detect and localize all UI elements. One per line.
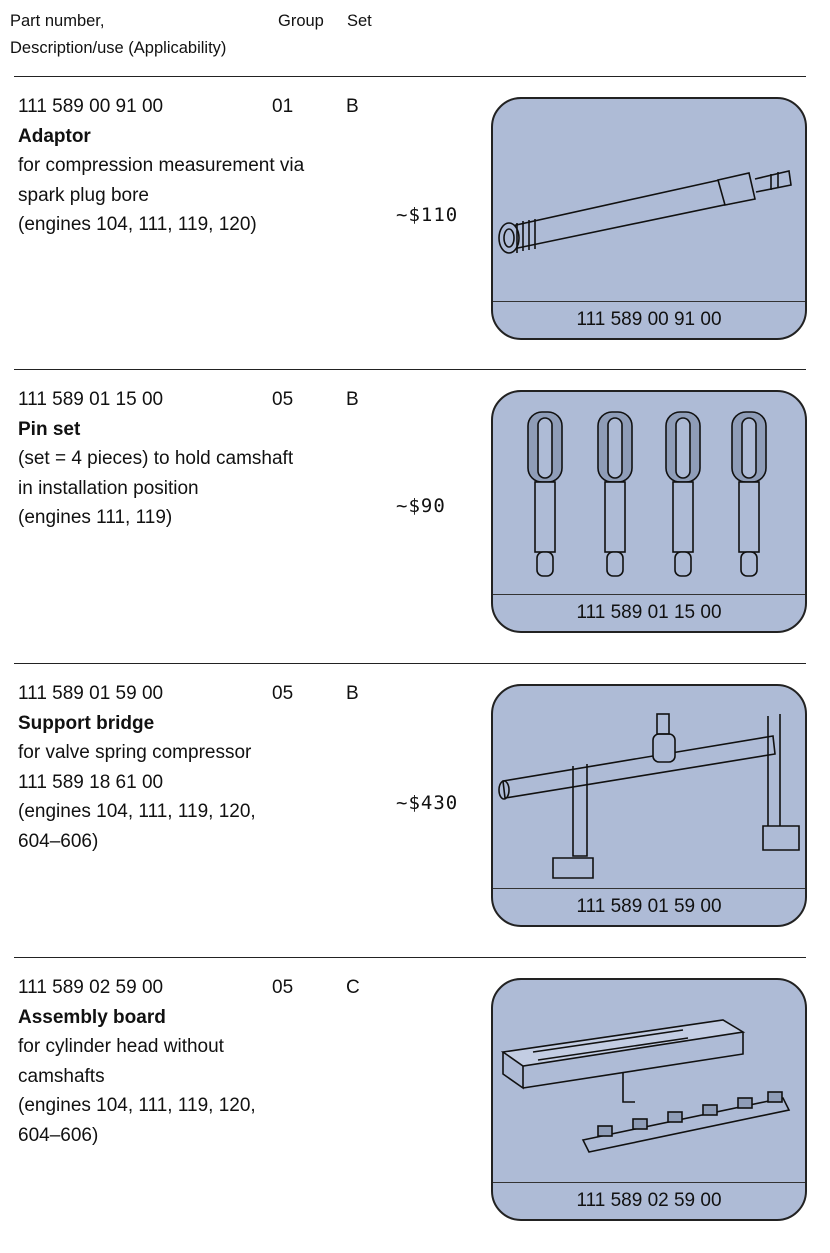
item-illustration: 111 589 02 59 00: [491, 978, 807, 1221]
group-value: 05: [272, 389, 294, 410]
support-bridge-drawing: [498, 713, 800, 879]
group-value: 05: [272, 977, 294, 998]
item-illustration: 111 589 00 91 00: [491, 97, 807, 340]
item-illustration: 111 589 01 59 00: [491, 684, 807, 927]
item-applicability: (engines 104, 111, 119, 120): [18, 214, 257, 235]
part-number: 111 589 02 59 00: [18, 977, 164, 998]
catalog-item: 111 589 01 59 00 Support bridge for valv…: [0, 665, 830, 959]
item-desc: in installation position: [18, 477, 199, 499]
item-applicability: 604–606): [18, 1124, 99, 1146]
illustration-label: 111 589 02 59 00: [493, 1182, 805, 1219]
group-value: 05: [272, 683, 294, 704]
adaptor-drawing: [498, 170, 792, 254]
item-applicability: 604–606): [18, 830, 99, 852]
item-illustration: 111 589 01 15 00: [491, 390, 807, 633]
catalog-item: 111 589 00 91 00 Adaptor for compression…: [0, 78, 830, 372]
item-desc: (set = 4 pieces) to hold camshaft: [18, 448, 294, 469]
catalog-item: 111 589 02 59 00 Assembly board for cyli…: [0, 959, 830, 1253]
header-set: Set: [347, 12, 372, 30]
divider: [14, 76, 806, 77]
header-group: Group: [278, 12, 324, 30]
part-number: 111 589 01 15 00: [18, 389, 164, 410]
item-desc: for valve spring compressor: [18, 742, 252, 763]
part-number: 111 589 00 91 00: [18, 96, 164, 117]
illustration-label: 111 589 01 15 00: [493, 594, 805, 631]
set-value: B: [346, 389, 359, 410]
divider: [14, 663, 806, 664]
illustration-label: 111 589 00 91 00: [493, 301, 805, 338]
header-part-number: Part number,: [10, 12, 105, 30]
catalog-item: 111 589 01 15 00 Pin set (set = 4 pieces…: [0, 371, 830, 665]
price: ~$110: [396, 204, 459, 226]
column-header: Part number, Description/use (Applicabil…: [10, 8, 830, 68]
item-name: Pin set: [18, 418, 81, 440]
item-desc: camshafts: [18, 1065, 105, 1087]
assembly-board-drawing: [500, 1019, 791, 1153]
item-desc: for compression measurement via: [18, 155, 305, 176]
item-applicability: (engines 111, 119): [18, 507, 173, 528]
header-description: Description/use (Applicability): [10, 39, 227, 57]
set-value: B: [346, 96, 359, 117]
group-value: 01: [272, 96, 294, 117]
price: ~$430: [396, 792, 459, 814]
item-applicability: (engines 104, 111, 119, 120,: [18, 1095, 256, 1116]
item-name: Assembly board: [18, 1006, 166, 1028]
divider: [14, 957, 806, 958]
set-value: B: [346, 683, 359, 704]
item-name: Support bridge: [18, 712, 155, 734]
set-value: C: [346, 977, 360, 998]
item-desc: spark plug bore: [18, 184, 149, 206]
part-number: 111 589 01 59 00: [18, 683, 164, 704]
illustration-label: 111 589 01 59 00: [493, 888, 805, 925]
price: ~$90: [396, 495, 446, 517]
divider: [14, 369, 806, 370]
item-desc: for cylinder head without: [18, 1036, 224, 1057]
item-applicability: (engines 104, 111, 119, 120,: [18, 801, 256, 822]
item-desc: 111 589 18 61 00: [18, 771, 164, 793]
pin-set-drawing: [527, 411, 767, 577]
item-name: Adaptor: [18, 125, 91, 147]
